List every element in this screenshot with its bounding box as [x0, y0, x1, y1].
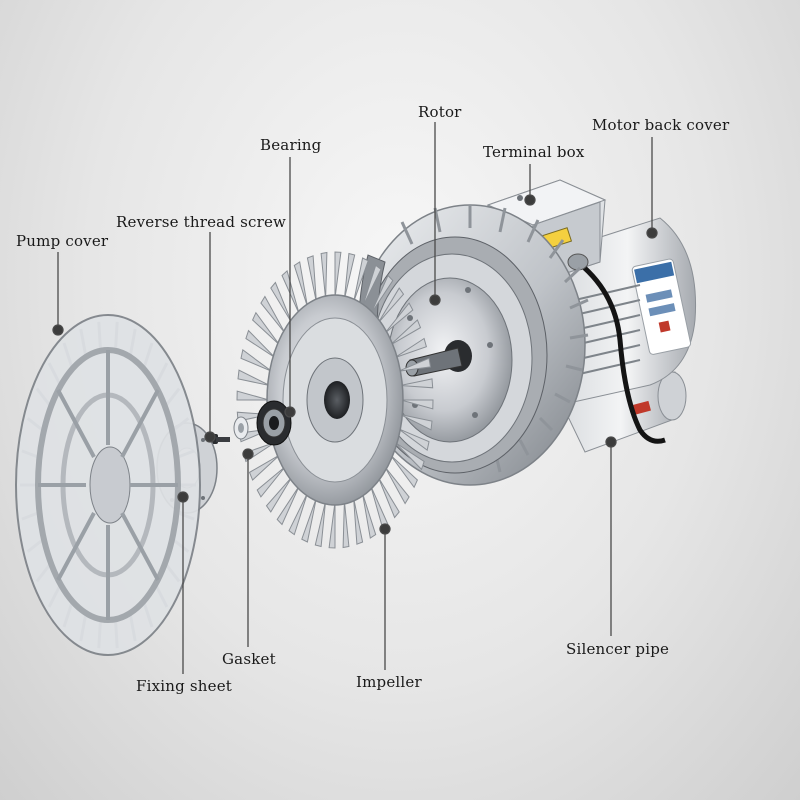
silencer-pipe-callout-dot: [605, 436, 617, 448]
impeller-blade: [394, 337, 428, 359]
impeller-blade: [384, 466, 410, 505]
gasket-label: Gasket: [222, 650, 276, 668]
impeller-blade: [314, 500, 327, 548]
impeller-blade: [400, 378, 434, 389]
impeller-blade: [256, 466, 286, 498]
reverse-thread-screw-label: Reverse thread screw: [116, 213, 287, 231]
blower-body: [354, 179, 697, 486]
impeller-blade: [248, 454, 280, 481]
impeller-blade: [293, 261, 309, 308]
impeller-blade: [390, 319, 422, 346]
impeller-blade: [251, 311, 280, 346]
impeller-callout-dot: [379, 523, 391, 535]
bearing-part: [256, 400, 292, 446]
impeller-blade: [237, 369, 270, 386]
gasket-callout-dot: [242, 448, 254, 460]
impeller-blade: [353, 497, 364, 545]
screw-callout-dot: [204, 431, 216, 443]
impeller-blade: [288, 492, 309, 536]
impeller-blade: [245, 329, 276, 359]
pump-cover-callout-dot: [52, 324, 64, 336]
impeller-part: [236, 251, 434, 549]
impeller-blade: [265, 476, 293, 513]
impeller-blade: [343, 252, 356, 300]
impeller-blade: [342, 500, 350, 549]
motor-housing: [559, 217, 697, 406]
impeller-blade: [353, 257, 369, 303]
impeller-blade: [236, 390, 270, 401]
bearing-label: Bearing: [260, 136, 322, 154]
impeller-blade: [390, 454, 419, 489]
impeller-blade: [400, 399, 434, 410]
volute-housing: [354, 204, 589, 486]
impeller-blade: [398, 428, 430, 451]
impeller-blade: [377, 476, 400, 519]
impeller-label: Impeller: [356, 673, 422, 691]
impeller-blade: [400, 414, 433, 431]
impeller-blade: [384, 302, 414, 334]
leader-lines: [52, 122, 658, 674]
fixing-sheet-callout-dot: [177, 491, 189, 503]
gasket-part: [233, 416, 249, 440]
pump-cover-label: Pump cover: [16, 232, 109, 250]
terminal-box-callout-dot: [524, 194, 536, 206]
impeller-blade: [301, 497, 317, 543]
impeller-blade: [361, 264, 382, 308]
power-cable: [573, 258, 666, 444]
impeller-blade: [320, 251, 328, 300]
impeller-blade: [370, 274, 394, 315]
bearing-callout-dot: [284, 406, 296, 418]
impeller-blade: [240, 349, 272, 372]
impeller-blade: [398, 357, 432, 372]
rotor-label: Rotor: [418, 103, 462, 121]
impeller-blade: [306, 255, 317, 303]
impeller-blade: [377, 287, 405, 324]
fixing-sheet-label: Fixing sheet: [136, 677, 233, 695]
impeller-blade: [361, 492, 377, 539]
impeller-blade: [328, 501, 336, 549]
pump-cover-part: [15, 314, 201, 656]
impeller-blade: [276, 485, 300, 526]
motor-back-cover-label: Motor back cover: [592, 116, 730, 134]
silencer-pipe-part: [559, 371, 687, 453]
impeller-blade: [260, 295, 286, 334]
impeller-blade: [394, 441, 425, 471]
terminal-box-label: Terminal box: [483, 143, 585, 161]
silencer-pipe-label: Silencer pipe: [566, 640, 670, 658]
motor-back-cover-callout-dot: [646, 227, 658, 239]
rotor-callout-dot: [429, 294, 441, 306]
impeller-blade: [334, 251, 342, 299]
impeller-blade: [270, 281, 293, 324]
